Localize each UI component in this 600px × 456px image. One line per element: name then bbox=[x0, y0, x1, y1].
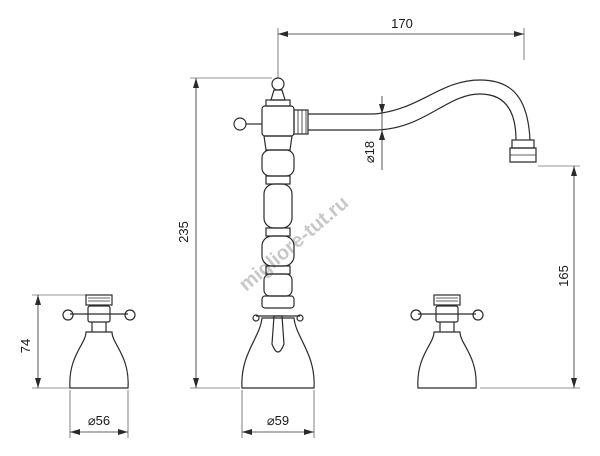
dimension-label-170: 170 bbox=[391, 16, 413, 31]
left-handle-valve bbox=[62, 294, 136, 389]
dimension-label-d59: ⌀59 bbox=[267, 413, 289, 428]
right-handle-valve bbox=[410, 294, 484, 389]
dimension-spout-diameter: ⌀18 bbox=[362, 96, 385, 170]
dimension-label-d18: ⌀18 bbox=[362, 141, 377, 163]
dimension-total-height: 235 bbox=[176, 77, 272, 389]
dimension-body-base: ⌀59 bbox=[241, 390, 315, 438]
dimension-label-d56: ⌀56 bbox=[88, 413, 110, 428]
dimension-handle-base: ⌀56 bbox=[69, 390, 129, 438]
spout bbox=[308, 79, 537, 163]
dimension-label-74: 74 bbox=[18, 339, 33, 353]
dimension-label-235: 235 bbox=[176, 221, 191, 243]
dimension-handle-height: 74 bbox=[18, 294, 86, 389]
dimension-label-165: 165 bbox=[556, 265, 571, 287]
dimension-spout-height: 165 bbox=[480, 165, 580, 389]
central-body bbox=[233, 77, 315, 389]
dimension-spout-reach: 170 bbox=[277, 16, 525, 78]
